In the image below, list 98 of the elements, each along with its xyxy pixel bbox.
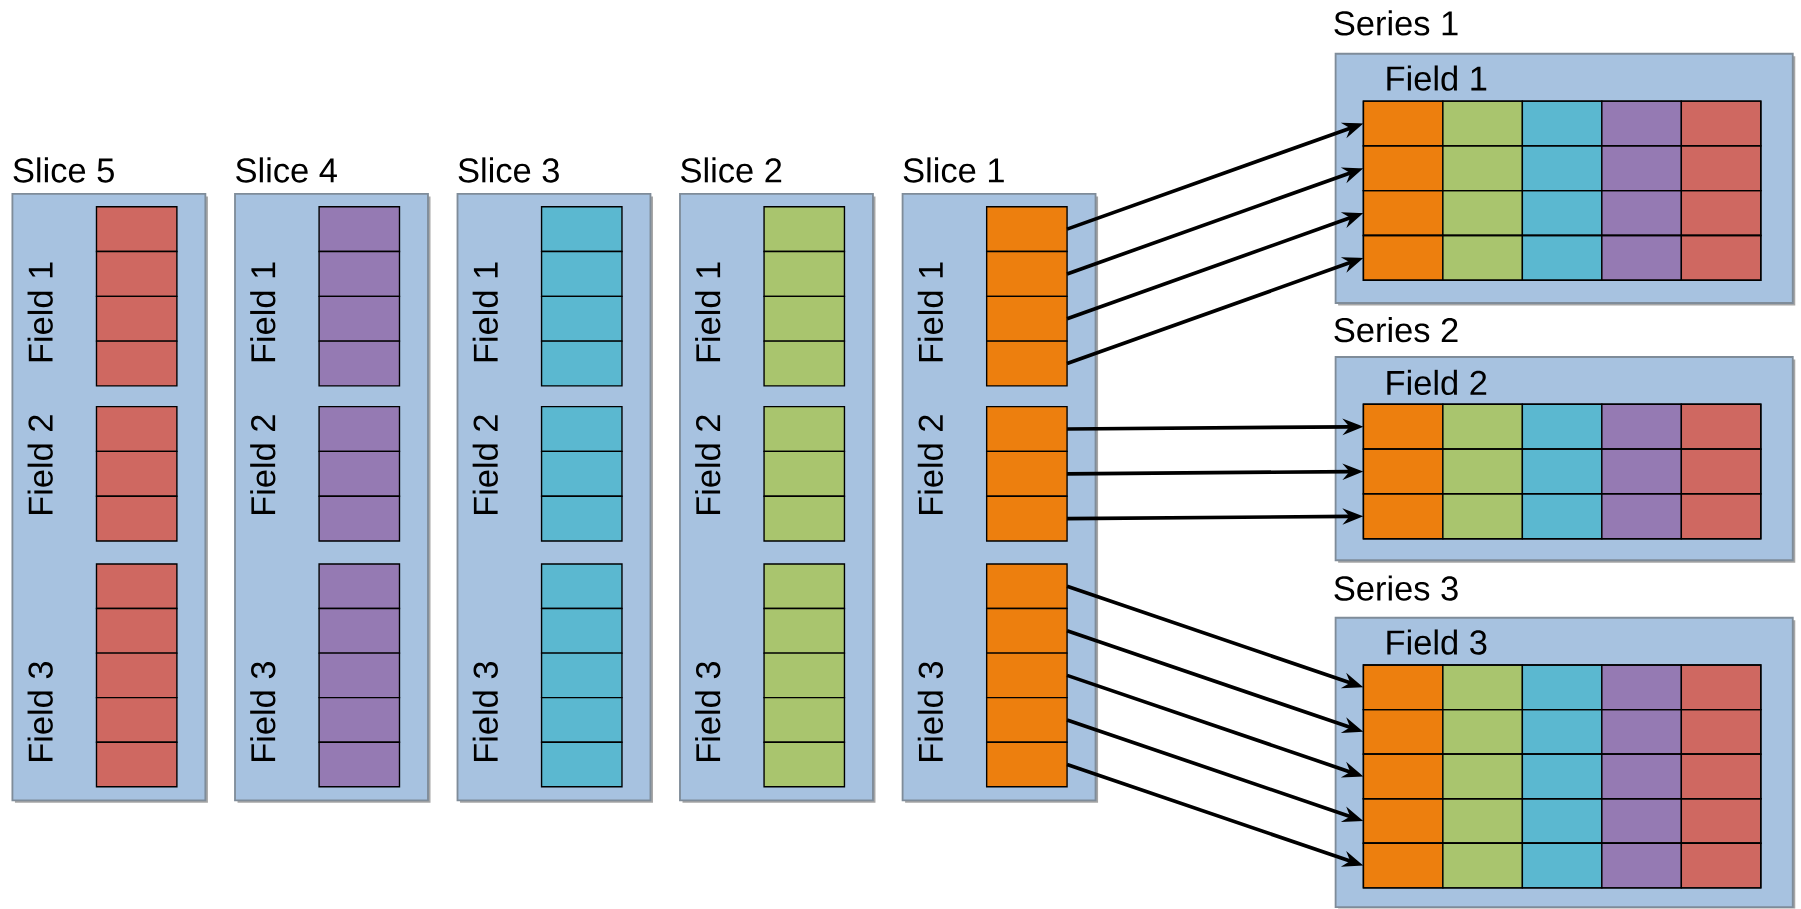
cell bbox=[318, 563, 401, 610]
field-label: Field 1 bbox=[695, 262, 721, 362]
cell bbox=[985, 608, 1068, 655]
cell bbox=[318, 295, 401, 343]
cell bbox=[763, 741, 846, 788]
table-row bbox=[1362, 190, 1762, 237]
cell bbox=[540, 652, 623, 699]
cell bbox=[95, 251, 178, 298]
table-row bbox=[1362, 403, 1762, 450]
field-label: Field 3 bbox=[695, 662, 721, 762]
cell bbox=[763, 251, 846, 298]
cell bbox=[763, 450, 846, 498]
panel-heading: Series 1 bbox=[1334, 10, 1458, 36]
cell bbox=[985, 741, 1068, 788]
field-label: Field 3 bbox=[917, 662, 943, 762]
cell bbox=[95, 295, 178, 343]
cell bbox=[540, 450, 623, 498]
cell bbox=[985, 652, 1068, 699]
panel-heading: Slice 5 bbox=[13, 157, 114, 183]
cell bbox=[985, 495, 1068, 542]
cell bbox=[318, 251, 401, 298]
cell bbox=[763, 608, 846, 655]
field-title: Field 2 bbox=[1387, 370, 1487, 396]
field-label: Field 3 bbox=[27, 662, 53, 762]
cell bbox=[540, 563, 623, 610]
cell bbox=[985, 206, 1068, 253]
panel-heading: Series 2 bbox=[1334, 317, 1458, 343]
field-label: Field 3 bbox=[250, 662, 276, 762]
panel-heading: Slice 2 bbox=[681, 157, 782, 183]
field-title: Field 1 bbox=[1387, 65, 1487, 91]
cell bbox=[318, 741, 401, 788]
field-title: Field 3 bbox=[1387, 629, 1487, 655]
cell bbox=[318, 340, 401, 387]
table-row bbox=[1362, 493, 1762, 540]
cell bbox=[985, 697, 1068, 744]
table-row bbox=[1362, 842, 1762, 889]
cell bbox=[318, 495, 401, 542]
cell bbox=[540, 340, 623, 387]
field-label: Field 1 bbox=[917, 262, 943, 362]
cell bbox=[540, 495, 623, 542]
cell bbox=[95, 697, 178, 744]
cell bbox=[985, 251, 1068, 298]
cell bbox=[95, 406, 178, 453]
cell bbox=[95, 741, 178, 788]
table-row bbox=[1362, 145, 1762, 192]
field-label: Field 2 bbox=[472, 415, 498, 515]
field-label: Field 2 bbox=[27, 415, 53, 515]
panel-heading: Slice 4 bbox=[236, 157, 337, 183]
cell bbox=[95, 652, 178, 699]
table-row bbox=[1362, 753, 1762, 800]
cell bbox=[95, 563, 178, 610]
cell bbox=[985, 295, 1068, 343]
cell bbox=[763, 340, 846, 387]
field-label: Field 1 bbox=[250, 262, 276, 362]
cell bbox=[985, 563, 1068, 610]
cell bbox=[985, 450, 1068, 498]
cell bbox=[540, 406, 623, 453]
table-row bbox=[1362, 235, 1762, 282]
cell bbox=[95, 608, 178, 655]
cell bbox=[318, 206, 401, 253]
cell bbox=[540, 741, 623, 788]
panel-heading: Slice 3 bbox=[458, 157, 559, 183]
cell bbox=[985, 406, 1068, 453]
panel-heading: Series 3 bbox=[1334, 575, 1458, 601]
field-label: Field 2 bbox=[250, 415, 276, 515]
table-row bbox=[1362, 709, 1762, 756]
cell bbox=[318, 652, 401, 699]
cell bbox=[985, 340, 1068, 387]
cell bbox=[540, 295, 623, 343]
cell bbox=[540, 206, 623, 253]
cell bbox=[95, 206, 178, 253]
cell bbox=[318, 450, 401, 498]
cell bbox=[318, 697, 401, 744]
cell bbox=[318, 608, 401, 655]
cell bbox=[95, 495, 178, 542]
field-label: Field 1 bbox=[472, 262, 498, 362]
cell bbox=[763, 563, 846, 610]
table-row bbox=[1362, 798, 1762, 845]
cell bbox=[318, 406, 401, 453]
table-row bbox=[1362, 448, 1762, 495]
cell bbox=[95, 340, 178, 387]
cell bbox=[763, 206, 846, 253]
field-label: Field 3 bbox=[472, 662, 498, 762]
table-row bbox=[1362, 664, 1762, 711]
cell bbox=[763, 652, 846, 699]
cell bbox=[763, 495, 846, 542]
field-label: Field 2 bbox=[917, 415, 943, 515]
table-row bbox=[1362, 100, 1762, 147]
field-label: Field 1 bbox=[27, 262, 53, 362]
panel-heading: Slice 1 bbox=[903, 157, 1004, 183]
cell bbox=[763, 697, 846, 744]
cell bbox=[540, 251, 623, 298]
field-label: Field 2 bbox=[695, 415, 721, 515]
cell bbox=[763, 295, 846, 343]
cell bbox=[540, 697, 623, 744]
cell bbox=[763, 406, 846, 453]
cell bbox=[95, 450, 178, 498]
cell bbox=[540, 608, 623, 655]
